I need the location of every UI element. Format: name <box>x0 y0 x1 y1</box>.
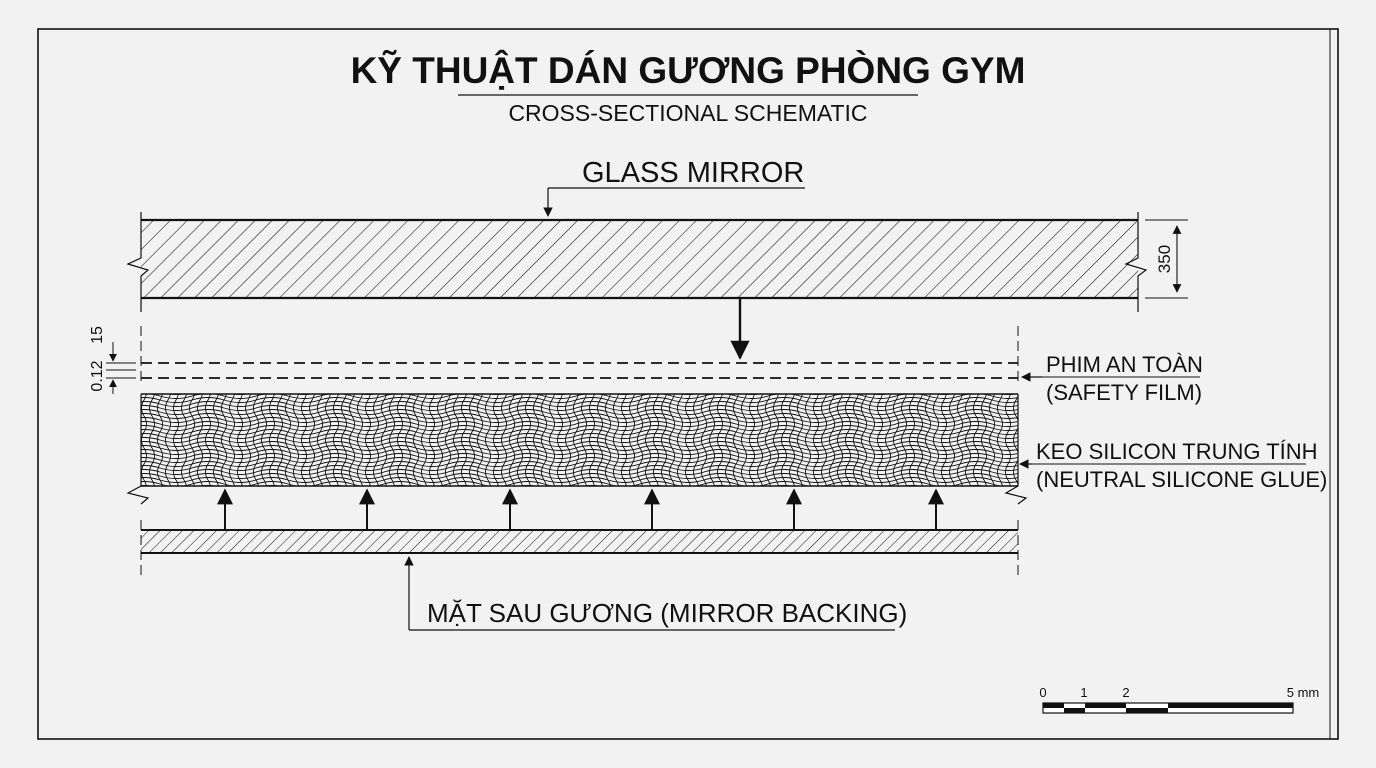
glass-mirror-label: GLASS MIRROR <box>582 157 804 189</box>
silicone-glue-layer <box>126 393 1028 505</box>
silicone-label-en: (NEUTRAL SILICONE GLUE) <box>1036 467 1327 492</box>
safety-film-layer <box>140 326 1019 386</box>
film-dimension: 15 0.12 <box>89 326 136 394</box>
mirror-backing-label: MẶT SAU GƯƠNG (MIRROR BACKING) <box>427 598 907 628</box>
silicone-label: KEO SILICON TRUNG TÍNH <box>1036 439 1318 464</box>
scale-tick-0: 0 <box>1039 685 1046 700</box>
page-subtitle: CROSS-SECTIONAL SCHEMATIC <box>508 100 867 126</box>
scale-tick-5: 5 mm <box>1287 685 1320 700</box>
mirror-backing-layer <box>140 520 1019 578</box>
glass-thickness-value: 350 <box>1155 245 1174 273</box>
glass-thickness-dimension: 350 <box>1145 219 1188 299</box>
safety-film-label-en: (SAFETY FILM) <box>1046 380 1202 405</box>
safety-film-label: PHIM AN TOÀN <box>1046 352 1203 377</box>
film-gap-value: 15 <box>89 326 106 344</box>
scale-tick-2: 2 <box>1122 685 1129 700</box>
scale-bar: 0 1 2 5 mm <box>1039 685 1320 714</box>
film-thickness-value: 0.12 <box>89 360 106 391</box>
upward-arrows <box>217 488 944 530</box>
glass-mirror-layer <box>126 212 1148 312</box>
frame-border <box>37 28 1339 740</box>
page-title: KỸ THUẬT DÁN GƯƠNG PHÒNG GYM <box>351 49 1026 91</box>
scale-tick-1: 1 <box>1080 685 1087 700</box>
